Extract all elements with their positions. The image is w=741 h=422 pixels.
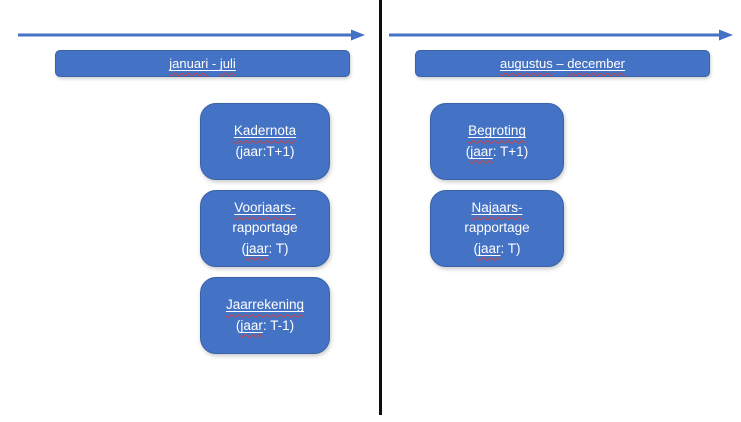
box-title: Begroting [468, 123, 526, 139]
box-subtitle: (jaar: T-1) [235, 317, 295, 333]
box-title-line2: rapportage [232, 220, 298, 236]
box-title-line2: rapportage [464, 220, 530, 236]
box-kadernota: Kadernota (jaar:T+1) [200, 103, 330, 180]
box-jaarrekening: Jaarrekening (jaar: T-1) [200, 277, 330, 354]
divider-line [379, 0, 382, 415]
box-subtitle: (jaar: T) [241, 240, 289, 256]
period-label-januari-juli: januari - juli [55, 50, 350, 77]
box-title: Najaars- [471, 200, 523, 216]
box-subtitle: (jaar:T+1) [235, 143, 295, 159]
period-label-augustus-december: augustus – december [415, 50, 710, 77]
box-begroting: Begroting (jaar: T+1) [430, 103, 564, 180]
box-voorjaarsrapportage: Voorjaars- rapportage (jaar: T) [200, 190, 330, 267]
box-najaarsrapportage: Najaars- rapportage (jaar: T) [430, 190, 564, 267]
box-title: Voorjaars- [234, 200, 296, 216]
box-subtitle: (jaar: T+1) [465, 143, 529, 159]
timeline-arrow-right-icon [389, 29, 733, 41]
box-title: Kadernota [233, 123, 297, 139]
box-subtitle: (jaar: T) [473, 240, 521, 256]
period-label-text: augustus – december [499, 56, 626, 71]
timeline-arrow-left-icon [18, 29, 365, 41]
period-label-text: januari - juli [169, 56, 236, 71]
box-title: Jaarrekening [225, 297, 305, 313]
